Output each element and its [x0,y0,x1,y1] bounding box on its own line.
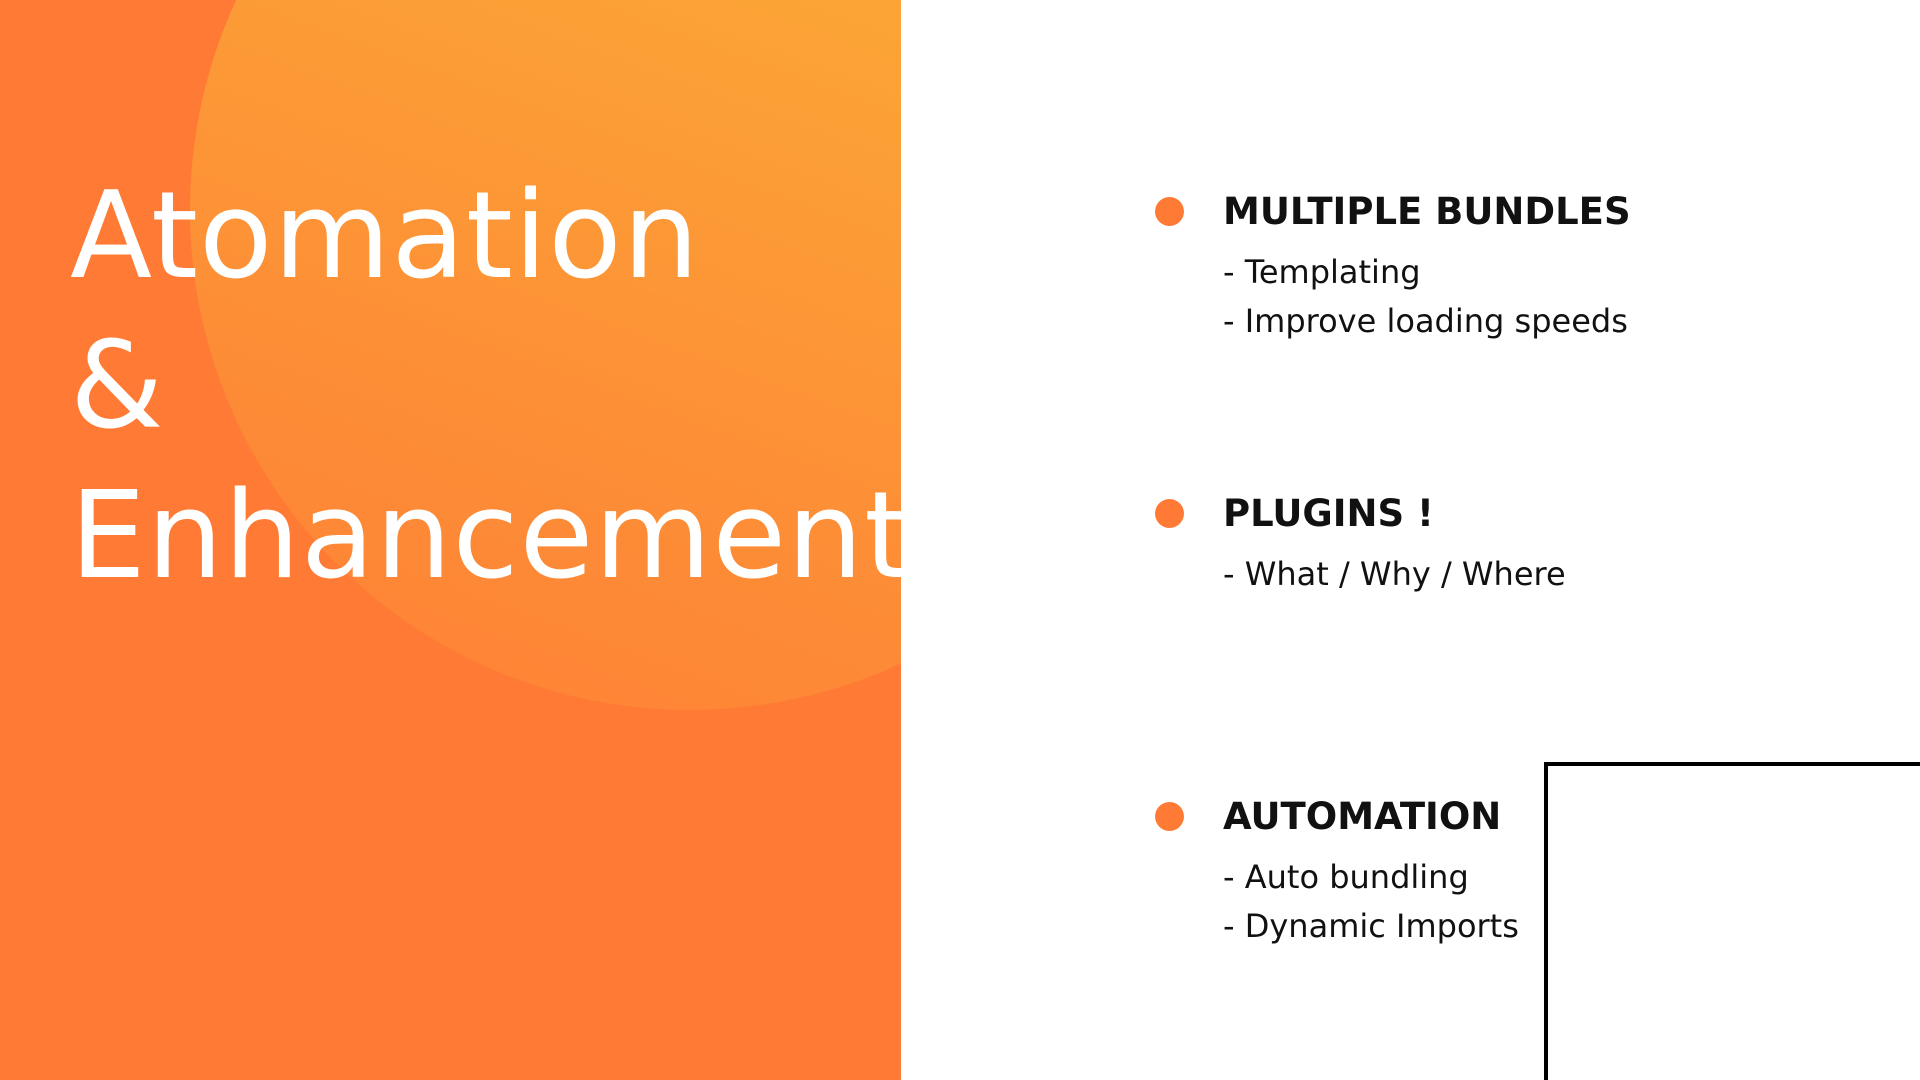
bullet-subitem: - Templating [1223,253,1421,291]
bullet-dot-icon [1155,802,1184,831]
bullet-dot-icon [1155,197,1184,226]
bullet-dot-icon [1155,499,1184,528]
empty-frame-placeholder [1544,762,1920,1080]
title-line-2: & [70,317,165,456]
bullet-heading: MULTIPLE BUNDLES [1223,190,1631,233]
title-line-3: Enhancement [70,467,901,606]
title-panel: Atomation & Enhancement [0,0,901,1080]
bullet-subitem: - Improve loading speeds [1223,302,1628,340]
bullet-heading: PLUGINS ! [1223,492,1434,535]
bullet-list: MULTIPLE BUNDLES - Templating - Improve … [1150,0,1850,1080]
bullet-subitem: - Dynamic Imports [1223,907,1519,945]
title-line-1: Atomation [70,167,700,306]
bullet-subitem: - Auto bundling [1223,858,1469,896]
bullet-heading: AUTOMATION [1223,795,1502,838]
bullet-subitem: - What / Why / Where [1223,555,1566,593]
slide-title: Atomation & Enhancement [70,162,901,612]
